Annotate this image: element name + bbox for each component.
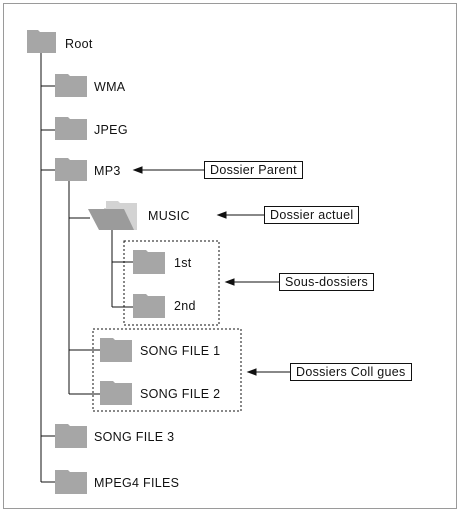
arrow-files-head — [246, 368, 257, 376]
label-song-file-1: SONG FILE 1 — [140, 344, 221, 358]
folder-jpeg-icon — [55, 117, 87, 140]
callout-dossier-parent: Dossier Parent — [204, 161, 303, 179]
folder-song1-icon — [100, 338, 132, 362]
folder-mp3-icon — [55, 158, 87, 181]
folder-song2-icon — [100, 381, 132, 405]
folder-1st-icon — [133, 250, 165, 274]
label-2nd: 2nd — [174, 299, 196, 313]
folder-song3-icon — [55, 424, 87, 448]
folder-2nd-icon — [133, 294, 165, 318]
label-song-file-3: SONG FILE 3 — [94, 430, 175, 444]
label-wma: WMA — [94, 80, 126, 94]
connector-lines — [40, 53, 133, 483]
label-jpeg: JPEG — [94, 123, 128, 137]
label-1st: 1st — [174, 256, 192, 270]
folder-mpeg4-icon — [55, 470, 87, 494]
label-music: MUSIC — [148, 209, 190, 223]
callout-dossiers-collegues: Dossiers Coll gues — [290, 363, 412, 381]
label-mpeg4-files: MPEG4 FILES — [94, 476, 180, 490]
folder-music-open-icon — [88, 201, 137, 230]
arrow-parent-head — [132, 166, 143, 174]
label-root: Root — [65, 37, 93, 51]
callout-sous-dossiers: Sous-dossiers — [279, 273, 375, 291]
sibling-folders-group-box — [92, 328, 242, 412]
arrow-sub-head — [224, 278, 235, 286]
arrow-current-head — [216, 211, 227, 219]
folder-root-icon — [27, 30, 56, 53]
folder-wma-icon — [55, 74, 87, 97]
callout-dossier-actuel: Dossier actuel — [264, 206, 360, 224]
label-song-file-2: SONG FILE 2 — [140, 387, 221, 401]
label-mp3: MP3 — [94, 164, 121, 178]
subfolders-group-box — [123, 240, 220, 326]
